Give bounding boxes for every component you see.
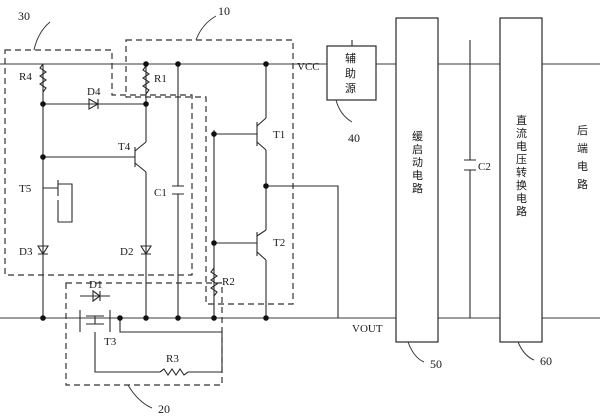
block-20-outline bbox=[65, 282, 223, 386]
soft-start-text: 缓 启 动 电 路 bbox=[412, 130, 423, 195]
soft-start-char: 缓 bbox=[412, 130, 423, 143]
ref-60-label: 60 bbox=[540, 354, 552, 368]
r4-label: R4 bbox=[19, 71, 32, 83]
leader-40 bbox=[335, 99, 353, 123]
rear-circuit-text: 后 端 电 路 bbox=[577, 124, 588, 191]
d4-label: D4 bbox=[87, 86, 101, 98]
aux-source-char-3: 源 bbox=[345, 81, 356, 95]
leader-10 bbox=[195, 15, 217, 41]
leader-20 bbox=[127, 384, 153, 409]
junction-dot bbox=[143, 315, 149, 321]
junction-dot bbox=[211, 315, 217, 321]
junction-dot bbox=[263, 315, 269, 321]
r1-label: R1 bbox=[154, 73, 167, 85]
rear-circuit-char: 端 bbox=[577, 142, 588, 155]
resistor-r4 bbox=[39, 63, 47, 93]
t2-label: T2 bbox=[273, 237, 285, 249]
dc-converter-char: 电 bbox=[516, 192, 527, 205]
soft-start-char: 路 bbox=[412, 182, 423, 195]
resistor-r2 bbox=[210, 267, 218, 297]
leader-50 bbox=[407, 341, 425, 363]
capacitor-c1 bbox=[172, 185, 184, 195]
junction-dot bbox=[263, 61, 269, 67]
d3-label: D3 bbox=[19, 246, 33, 258]
soft-start-char: 动 bbox=[412, 156, 423, 169]
r3-label: R3 bbox=[166, 353, 179, 365]
junction-dots bbox=[40, 61, 269, 321]
transistor-t1 bbox=[256, 117, 267, 151]
transistor-t2 bbox=[256, 229, 267, 261]
t4-label: T4 bbox=[118, 141, 131, 153]
diode-d2 bbox=[140, 245, 152, 256]
junction-dot bbox=[175, 61, 181, 67]
resistor-r3 bbox=[119, 318, 223, 376]
junction-dot bbox=[263, 183, 269, 189]
soft-start-char: 电 bbox=[412, 169, 423, 182]
t5-label: T5 bbox=[19, 183, 32, 195]
diode-d1 bbox=[92, 289, 101, 303]
t3-label: T3 bbox=[104, 336, 117, 348]
soft-start-box bbox=[395, 17, 439, 343]
aux-source-char-1: 辅 bbox=[345, 51, 356, 65]
resistor-r1 bbox=[142, 65, 150, 95]
junction-dot bbox=[143, 101, 149, 107]
diode-d4 bbox=[88, 98, 100, 110]
junction-dot bbox=[40, 154, 46, 160]
aux-source-box bbox=[326, 45, 377, 101]
ref-40-label: 40 bbox=[348, 131, 360, 145]
dc-converter-char: 换 bbox=[516, 178, 527, 192]
block-10-outline bbox=[125, 39, 294, 305]
ref-30-label: 30 bbox=[18, 9, 30, 23]
aux-source-char-2: 助 bbox=[345, 66, 356, 80]
dc-converter-char: 压 bbox=[516, 153, 527, 166]
t3-gate-wire bbox=[94, 332, 160, 373]
dc-converter-char: 直 bbox=[516, 113, 527, 127]
vcc-label: VCC bbox=[297, 61, 320, 73]
r2-label: R2 bbox=[222, 276, 235, 288]
rear-circuit-char: 后 bbox=[577, 124, 588, 137]
ref-20-label: 20 bbox=[158, 402, 170, 416]
dc-converter-box bbox=[499, 17, 543, 343]
dc-converter-char: 流 bbox=[516, 126, 527, 140]
c1-label: C1 bbox=[154, 187, 167, 199]
dc-converter-char: 转 bbox=[516, 165, 527, 179]
dc-converter-char: 路 bbox=[516, 205, 527, 218]
ref-10-label: 10 bbox=[218, 4, 230, 18]
rear-circuit-char: 电 bbox=[577, 160, 588, 173]
junction-dot bbox=[117, 315, 123, 321]
ref-50-label: 50 bbox=[430, 357, 442, 371]
leader-30 bbox=[33, 21, 51, 51]
t1-label: T1 bbox=[273, 129, 285, 141]
vout-label: VOUT bbox=[352, 323, 383, 335]
junction-dot bbox=[40, 315, 46, 321]
dc-converter-text: 直 流 电 压 转 换 电 路 bbox=[516, 113, 527, 218]
dc-converter-char: 电 bbox=[516, 140, 527, 153]
transistor-t4 bbox=[134, 141, 147, 173]
d1-label: D1 bbox=[89, 279, 102, 291]
junction-dot bbox=[40, 101, 46, 107]
d2-label: D2 bbox=[120, 246, 133, 258]
midpoint-wire bbox=[266, 185, 339, 318]
leader-60 bbox=[517, 341, 535, 361]
junction-dot bbox=[211, 131, 217, 137]
soft-start-char: 启 bbox=[412, 143, 423, 156]
transistor-t5 bbox=[43, 180, 73, 223]
c2-label: C2 bbox=[478, 161, 491, 173]
junction-dot bbox=[143, 61, 149, 67]
capacitor-c2 bbox=[464, 159, 476, 171]
block-30-outline bbox=[4, 49, 193, 276]
junction-dot bbox=[211, 240, 217, 246]
diode-d3 bbox=[37, 245, 49, 256]
rear-circuit-char: 路 bbox=[577, 178, 588, 191]
transistor-t3 bbox=[79, 310, 111, 332]
junction-dot bbox=[175, 315, 181, 321]
